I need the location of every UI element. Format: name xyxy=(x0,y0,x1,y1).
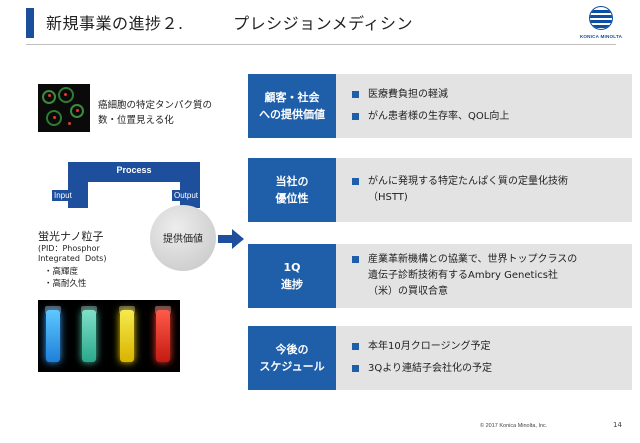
bullet-item: がんに発現する特定たんぱく質の定量化技術 （HSTT) xyxy=(344,174,626,206)
bullet-square-icon xyxy=(352,256,359,263)
feature-item: ・高耐久性 xyxy=(44,279,87,289)
row-customer-value: 顧客・社会 への提供価値 医療費負担の軽減 がん患者様の生存率、QOL向上 xyxy=(248,74,632,138)
row-header-label: 顧客・社会 への提供価値 xyxy=(259,91,325,121)
title-divider xyxy=(26,44,616,45)
row-header: 1Q 進捗 xyxy=(248,244,336,308)
page-number: 14 xyxy=(613,421,622,429)
row-header: 当社の 優位性 xyxy=(248,158,336,222)
row-schedule: 今後の スケジュール 本年10月クロージング予定 3Qより連結子会社化の予定 xyxy=(248,326,632,390)
title-bar: 新規事業の進捗２. プレシジョンメディシン xyxy=(0,0,640,48)
bullet-square-icon xyxy=(352,365,359,372)
company-logo: KONICA MINOLTA xyxy=(575,6,627,46)
cell-image-caption: 癌細胞の特定タンパク質の 数・位置見える化 xyxy=(98,98,238,128)
value-label: 提供価値 xyxy=(163,234,203,245)
caption-line-1: 癌細胞の特定タンパク質の xyxy=(98,100,213,111)
fluorescent-vials-photo xyxy=(38,300,180,372)
page-title: 新規事業の進捗２. プレシジョンメディシン xyxy=(46,14,413,33)
right-arrow-icon xyxy=(218,229,244,249)
process-label: Process xyxy=(116,165,152,175)
row-header: 顧客・社会 への提供価値 xyxy=(248,74,336,138)
bullet-item: 産業革新機構との協業で、世界トップクラスの 遺伝子診断技術有するAmbry Ge… xyxy=(344,252,626,300)
output-label: Output xyxy=(172,190,201,201)
row-body: 産業革新機構との協業で、世界トップクラスの 遺伝子診断技術有するAmbry Ge… xyxy=(344,244,626,308)
bullet-square-icon xyxy=(352,343,359,350)
nano-particle-detail: (PID：Phosphor Integrated Dots) xyxy=(38,244,107,263)
row-body: 本年10月クロージング予定 3Qより連結子会社化の予定 xyxy=(344,326,626,390)
row-header-label: 当社の 優位性 xyxy=(275,175,309,205)
bullet-square-icon xyxy=(352,91,359,98)
bullet-item: 3Qより連結子会社化の予定 xyxy=(344,361,626,377)
process-top-bar xyxy=(68,162,200,182)
bullet-square-icon xyxy=(352,113,359,120)
bullet-square-icon xyxy=(352,178,359,185)
caption-line-2: 数・位置見える化 xyxy=(98,115,174,126)
row-header-label: 今後の スケジュール xyxy=(259,343,325,373)
bullet-item: がん患者様の生存率、QOL向上 xyxy=(344,109,626,125)
globe-icon xyxy=(589,6,613,30)
row-1q-progress: 1Q 進捗 産業革新機構との協業で、世界トップクラスの 遺伝子診断技術有するAm… xyxy=(248,244,632,308)
copyright-notice: © 2017 Konica Minolta, Inc. xyxy=(480,423,548,429)
input-label: Input xyxy=(52,190,74,201)
bullet-item: 本年10月クロージング予定 xyxy=(344,339,626,355)
cancer-cell-image xyxy=(38,84,90,132)
row-header-label: 1Q 進捗 xyxy=(281,261,303,291)
feature-item: ・高輝度 xyxy=(44,267,79,277)
row-body: がんに発現する特定たんぱく質の定量化技術 （HSTT) xyxy=(344,158,626,222)
row-header: 今後の スケジュール xyxy=(248,326,336,390)
logo-wordmark: KONICA MINOLTA xyxy=(579,34,623,39)
title-accent-bar xyxy=(26,8,34,38)
value-circle xyxy=(150,205,216,271)
process-diagram: Process xyxy=(68,162,200,208)
nano-particle-title: 蛍光ナノ粒子 xyxy=(38,230,104,243)
row-advantage: 当社の 優位性 がんに発現する特定たんぱく質の定量化技術 （HSTT) xyxy=(248,158,632,222)
bullet-item: 医療費負担の軽減 xyxy=(344,87,626,103)
row-body: 医療費負担の軽減 がん患者様の生存率、QOL向上 xyxy=(344,74,626,138)
nano-particle-features: ・高輝度 ・高耐久性 xyxy=(44,266,87,290)
